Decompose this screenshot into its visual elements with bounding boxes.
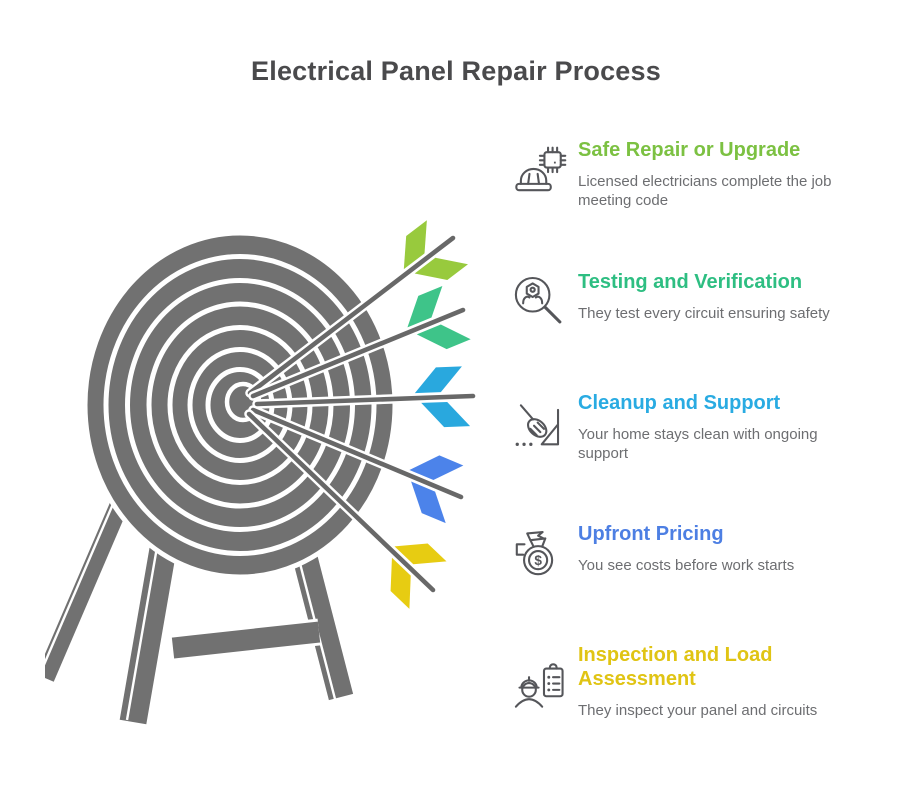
hard-hat-chip-icon <box>510 144 570 204</box>
arrow <box>248 405 466 524</box>
list-item-cleanup: Cleanup and Support Your home stays clea… <box>510 391 890 463</box>
item-title: Upfront Pricing <box>578 523 724 545</box>
list-item-inspection: Inspection and Load Assessment They insp… <box>510 643 890 720</box>
item-description: They test every circuit ensuring safety <box>578 305 830 322</box>
item-title: Safe Repair or Upgrade <box>578 139 801 161</box>
svg-text:$: $ <box>534 553 542 568</box>
item-description: You see costs before work starts <box>578 557 795 574</box>
arrow <box>248 286 471 401</box>
magnifier-person-icon <box>510 273 570 333</box>
page-title: Electrical Panel Repair Process <box>251 56 661 86</box>
target-illustration <box>33 217 505 792</box>
target-with-arrows-graphic <box>33 220 478 725</box>
list-item-safe-repair: Safe Repair or Upgrade Licensed electric… <box>510 138 890 210</box>
item-title: Cleanup and Support <box>578 392 781 414</box>
arrow-fletching <box>407 286 471 350</box>
arrow-fletching <box>390 543 447 609</box>
arrow <box>252 366 478 428</box>
item-description: Your home stays clean with ongoing suppo… <box>578 426 818 462</box>
item-title: Inspection and Load Assessment <box>578 644 773 690</box>
inspector-clipboard-icon <box>510 655 570 715</box>
list-item-testing: Testing and Verification They test every… <box>510 270 890 333</box>
item-description: They inspect your panel and circuits <box>578 702 818 719</box>
money-bag-icon: $ <box>510 523 570 583</box>
arrow-fletching <box>403 220 468 281</box>
arrow <box>245 220 468 398</box>
arrow-fletching <box>414 366 471 428</box>
item-title: Testing and Verification <box>578 271 803 293</box>
broom-dustpan-icon <box>510 399 570 459</box>
item-description: Licensed electricians complete the job m… <box>578 173 832 209</box>
arrow <box>244 409 447 609</box>
arrows <box>244 220 478 609</box>
arrow-fletching <box>409 455 464 524</box>
list-item-pricing: $ Upfront Pricing You see costs before w… <box>510 522 890 583</box>
